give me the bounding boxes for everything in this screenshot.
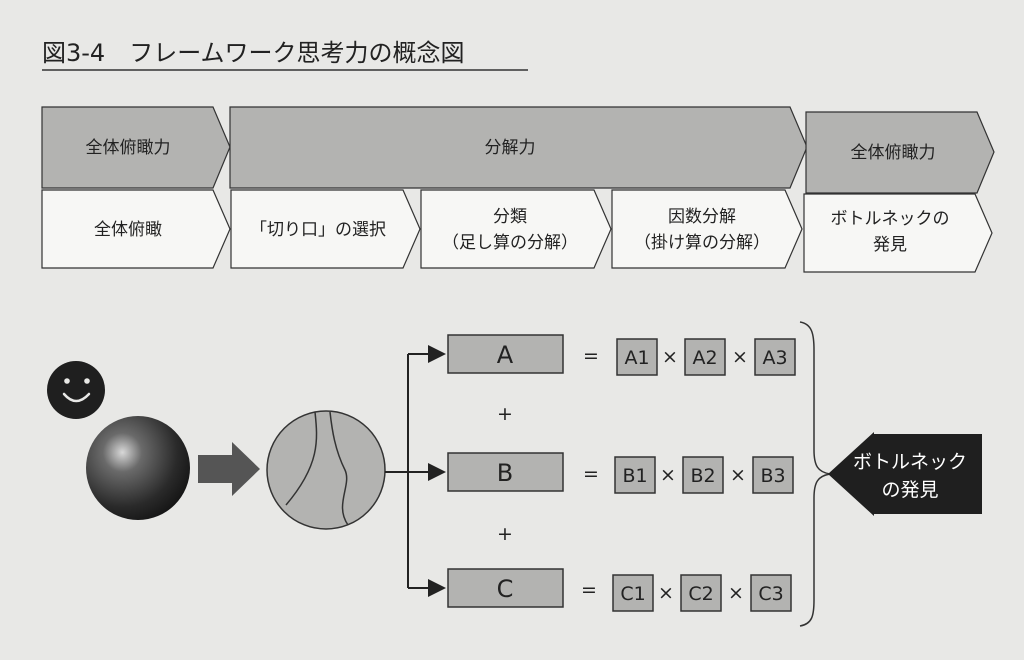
row-a-label: A xyxy=(497,341,514,369)
step-chevron-5 xyxy=(803,193,993,273)
phase-overview-chevron-1 xyxy=(41,106,231,189)
factor-a2-box xyxy=(684,338,726,376)
step-label-4-line1: 因数分解 xyxy=(668,207,736,227)
step-label-4-line2: （掛け算の分解） xyxy=(634,233,770,253)
row-a-equals: = xyxy=(583,345,599,367)
step-chevron-1 xyxy=(41,189,231,269)
row-b-times-2: × xyxy=(730,464,746,486)
smiley-face-icon xyxy=(47,361,105,419)
block-arrow-icon xyxy=(198,442,260,496)
row-a-times-2: × xyxy=(732,346,748,368)
row-b-equals: = xyxy=(583,463,599,485)
row-a-times-1: × xyxy=(662,346,678,368)
row-c-box xyxy=(447,568,564,608)
factor-c2-box xyxy=(680,574,722,612)
step-label-2: 「切り口」の選択 xyxy=(250,220,386,240)
step-label-5-line1: ボトルネックの xyxy=(831,209,950,229)
step-label-3-line1: 分類 xyxy=(493,207,527,227)
row-a-box xyxy=(447,334,564,374)
step-label-3-line2: （足し算の分解） xyxy=(442,233,578,253)
row-b-box xyxy=(447,452,564,492)
step-chevron-4 xyxy=(611,189,803,269)
phase-decomposition-label: 分解力 xyxy=(485,138,536,158)
plus-sign-1: + xyxy=(497,403,513,425)
callout-label-line2: の発見 xyxy=(881,479,938,501)
factor-c1-box xyxy=(612,574,654,612)
right-brace xyxy=(799,321,831,627)
whole-sphere-icon xyxy=(86,416,190,520)
factor-c2-label: C2 xyxy=(688,583,713,605)
step-chevron-2 xyxy=(230,189,421,269)
step-label-5-line2: 発見 xyxy=(873,235,907,255)
plus-sign-2: + xyxy=(497,523,513,545)
phase-overview-label-2: 全体俯瞰力 xyxy=(851,143,936,163)
phase-overview-chevron-2 xyxy=(805,111,995,194)
factor-a3-box xyxy=(754,338,796,376)
factor-a3-label: A3 xyxy=(762,347,787,369)
callout-label-line1: ボトルネック xyxy=(853,451,967,473)
row-c-label: C xyxy=(497,575,514,603)
factor-b3-box xyxy=(752,456,794,494)
branch-connector xyxy=(385,345,446,597)
factor-b3-label: B3 xyxy=(760,465,785,487)
factor-c3-box xyxy=(750,574,792,612)
factor-a1-label: A1 xyxy=(624,347,649,369)
row-c-equals: = xyxy=(581,579,597,601)
row-b-label: B xyxy=(497,459,513,487)
factor-a1-box xyxy=(616,338,658,376)
row-c-times-2: × xyxy=(728,582,744,604)
step-chevron-3 xyxy=(420,189,612,269)
factor-b2-label: B2 xyxy=(690,465,715,487)
factor-b2-box xyxy=(682,456,724,494)
bottleneck-callout-arrow xyxy=(828,432,982,516)
factor-c1-label: C1 xyxy=(620,583,645,605)
divided-circle-icon xyxy=(266,410,386,530)
factor-a2-label: A2 xyxy=(692,347,717,369)
phase-overview-label-1: 全体俯瞰力 xyxy=(86,138,171,158)
row-c-times-1: × xyxy=(658,582,674,604)
phase-decomposition-chevron xyxy=(229,106,808,189)
step-label-1: 全体俯瞰 xyxy=(94,220,162,240)
factor-c3-label: C3 xyxy=(758,583,783,605)
factor-b1-label: B1 xyxy=(622,465,647,487)
figure-title: 図3-4 フレームワーク思考力の概念図 xyxy=(42,39,464,67)
row-b-times-1: × xyxy=(660,464,676,486)
factor-b1-box xyxy=(614,456,656,494)
